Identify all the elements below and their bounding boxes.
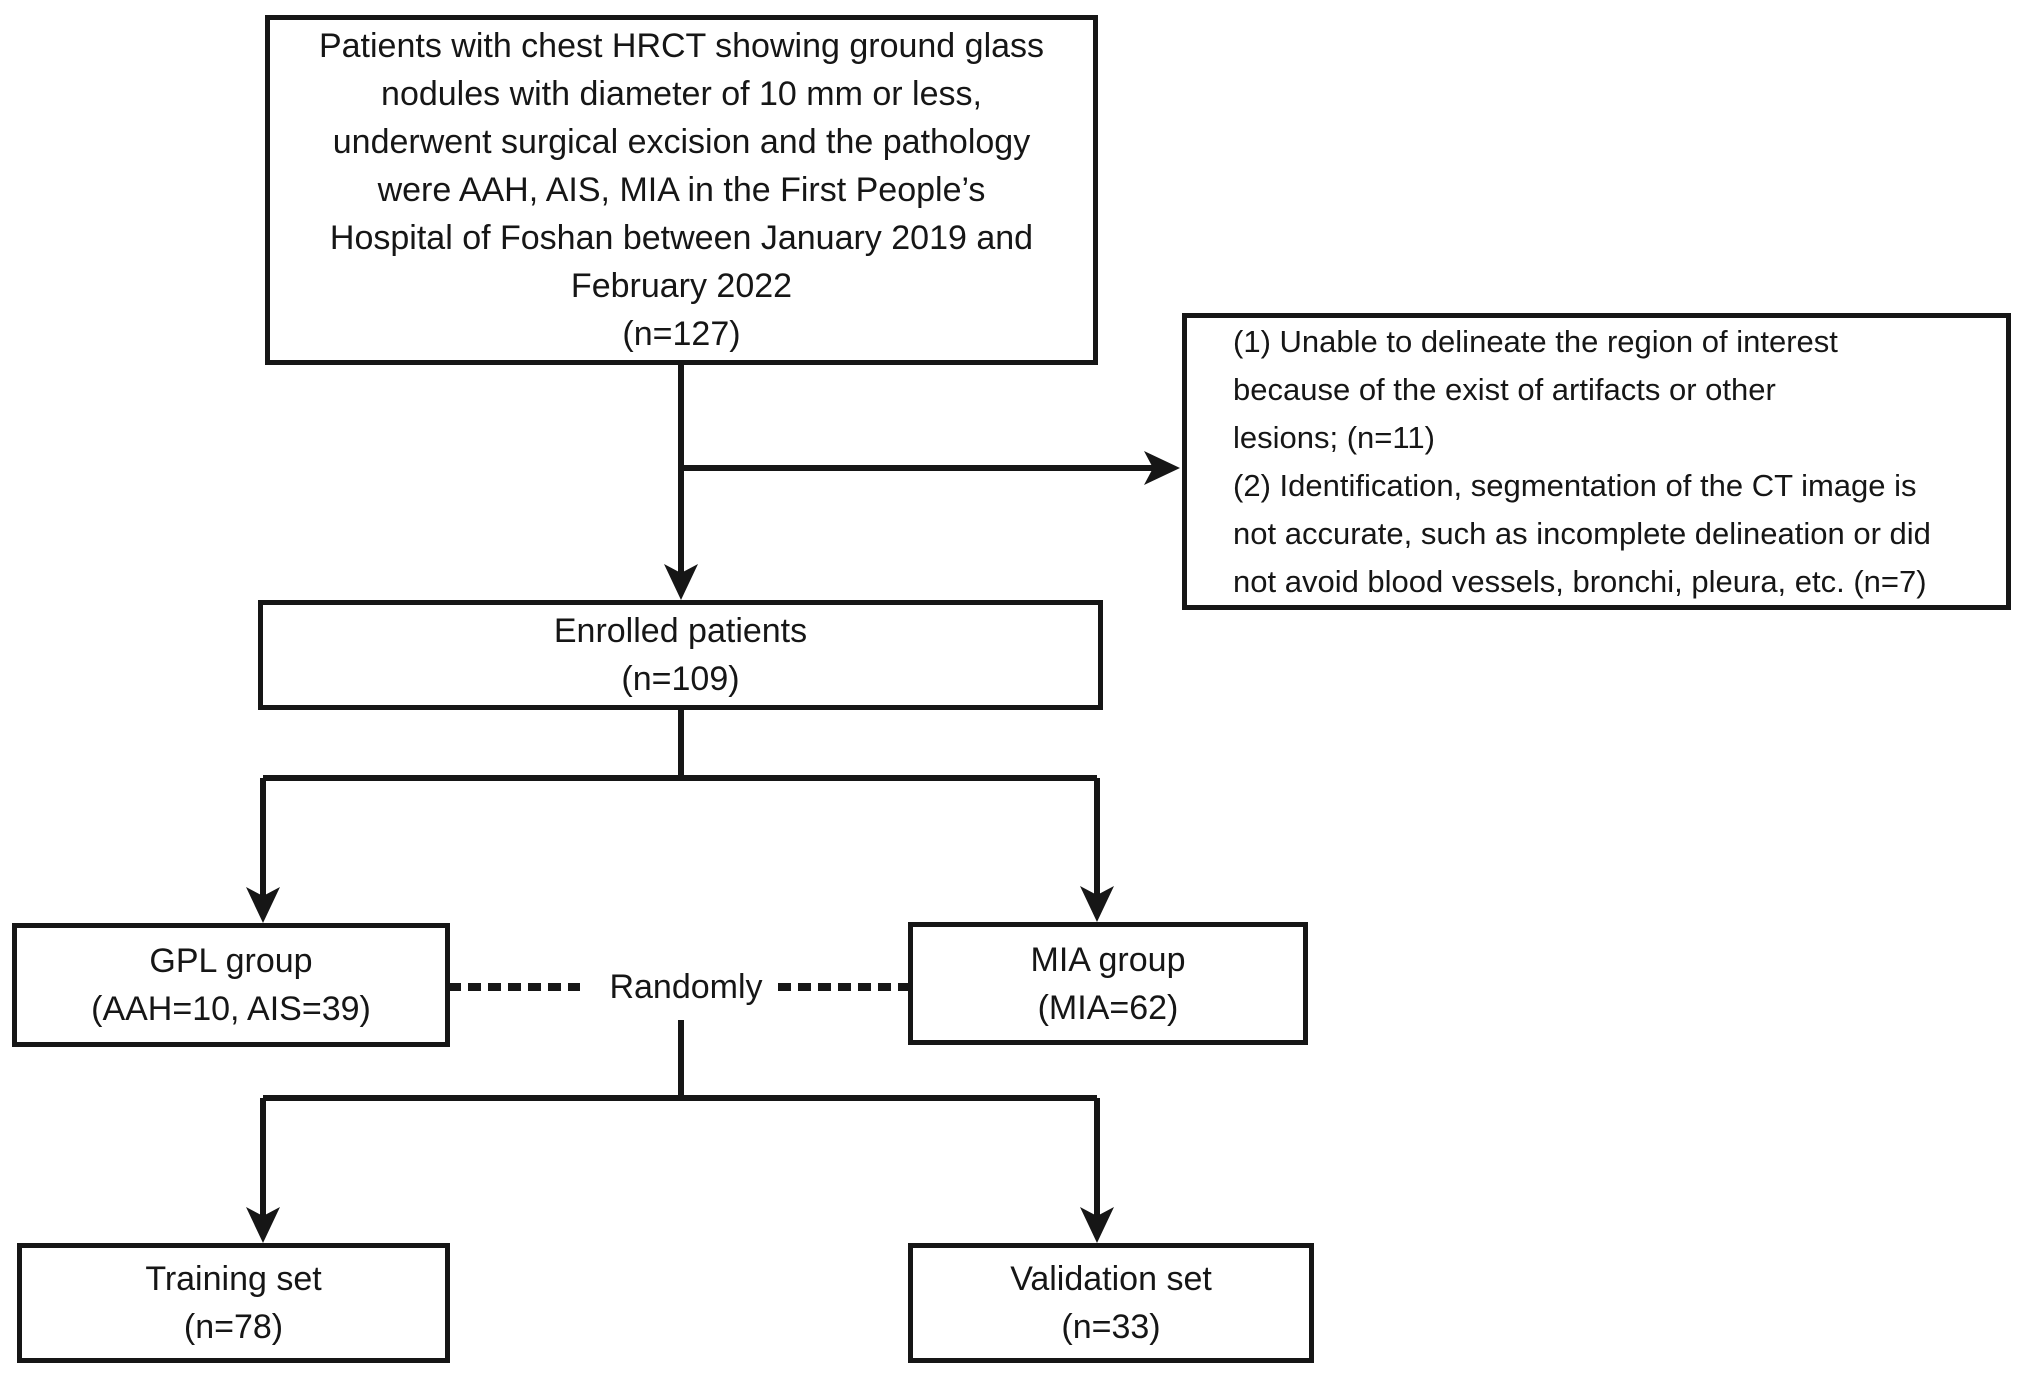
arrowhead-into-training: [246, 1207, 280, 1243]
text-line: (2) Identification, segmentation of the …: [1233, 467, 1917, 503]
arrowhead-into-enrolled: [664, 564, 698, 600]
box-training-set: Training set (n=78): [17, 1243, 450, 1363]
text-line: because of the exist of artifacts or oth…: [1233, 371, 1776, 407]
text-line: MIA group: [1030, 940, 1186, 979]
text-line: Training set: [145, 1260, 322, 1298]
arrowhead-into-gpl: [246, 887, 280, 923]
label-randomly: Randomly: [601, 962, 771, 1012]
text-line: Validation set: [1010, 1260, 1212, 1298]
arrowhead-into-exclusion: [1144, 451, 1180, 485]
box-gpl-group: GPL group (AAH=10, AIS=39): [12, 923, 450, 1047]
text-line: nodules with diameter of 10 mm or less,: [381, 75, 982, 113]
arrowhead-into-mia: [1080, 886, 1114, 922]
box-exclusion-criteria: (1) Unable to delineate the region of in…: [1182, 313, 2011, 610]
sample-size: (n=109): [621, 660, 740, 698]
box-eligible-patients: Patients with chest HRCT showing ground …: [265, 15, 1098, 365]
text-line: not accurate, such as incomplete delinea…: [1233, 515, 1931, 551]
text-line: were AAH, AIS, MIA in the First People’s: [377, 171, 986, 209]
text-line: underwent surgical excision and the path…: [332, 123, 1031, 161]
text-line: February 2022: [570, 267, 793, 305]
sample-size: (n=127): [622, 315, 741, 353]
text-line: not avoid blood vessels, bronchi, pleura…: [1233, 563, 1927, 599]
text-line: GPL group: [149, 942, 313, 980]
text-line: Hospital of Foshan between January 2019 …: [329, 219, 1034, 257]
box-mia-group: MIA group (MIA=62): [908, 922, 1308, 1045]
text-line: (1) Unable to delineate the region of in…: [1233, 323, 1838, 359]
box-validation-set: Validation set (n=33): [908, 1243, 1314, 1363]
text-line: Patients with chest HRCT showing ground …: [318, 27, 1045, 65]
text-line: Enrolled patients: [553, 612, 808, 650]
sample-size: (MIA=62): [1037, 988, 1179, 1027]
text-line: lesions; (n=11): [1233, 419, 1435, 455]
sample-size: (n=78): [183, 1308, 284, 1346]
box-enrolled-patients: Enrolled patients (n=109): [258, 600, 1103, 710]
sample-size: (AAH=10, AIS=39): [91, 990, 371, 1028]
sample-size: (n=33): [1061, 1308, 1161, 1346]
arrowhead-into-validation: [1080, 1207, 1114, 1243]
